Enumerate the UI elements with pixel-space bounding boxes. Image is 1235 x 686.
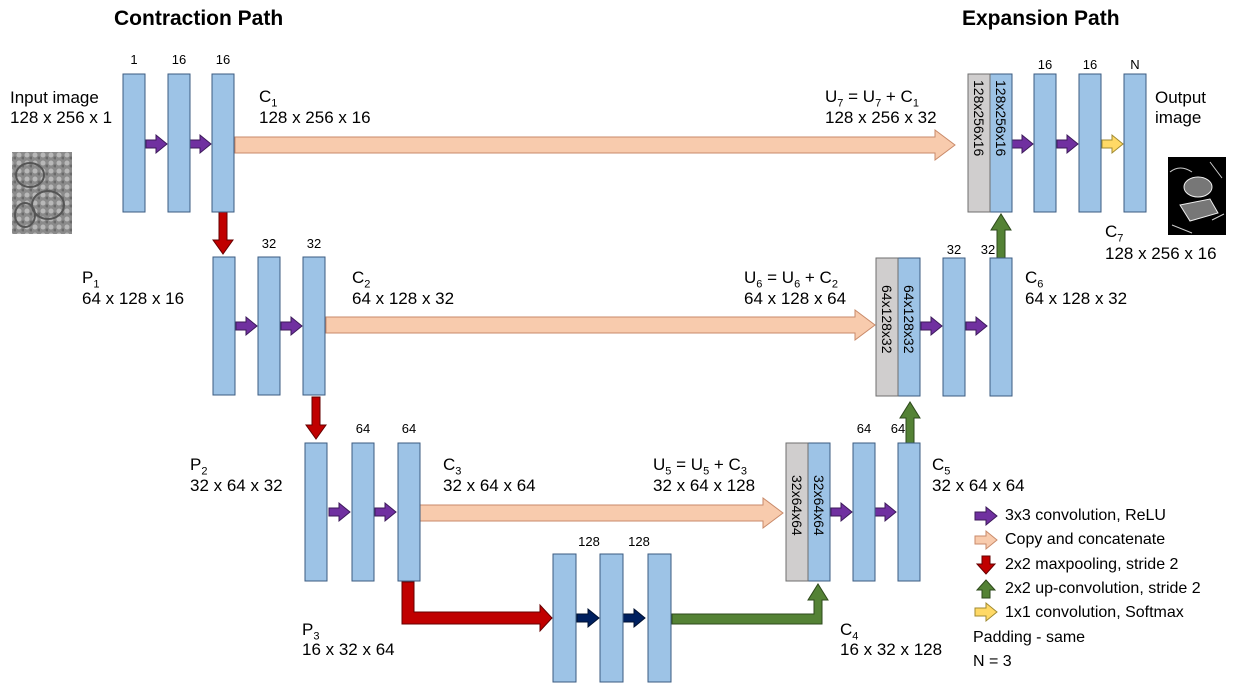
concat-u5-blue-text: 32x64x64	[811, 475, 827, 536]
block-e6-a	[943, 258, 965, 396]
label-c1-dims: 128 x 256 x 16	[259, 108, 371, 128]
channel-e7-b: 16	[1070, 58, 1110, 72]
input-label-1: Input image	[10, 88, 99, 108]
pool-arrow-1	[213, 212, 233, 254]
label-c2-dims: 64 x 128 x 32	[352, 289, 454, 309]
channel-l1-c: 16	[203, 53, 243, 67]
channel-e7-a: 16	[1025, 58, 1065, 72]
channel-l3-b: 64	[343, 422, 383, 436]
label-c5-dims: 32 x 64 x 64	[932, 476, 1025, 496]
channel-l2-c: 32	[294, 237, 334, 251]
label-p3-dims: 16 x 32 x 64	[302, 640, 395, 660]
block-l4-c	[648, 554, 671, 682]
output-image-thumbnail	[1168, 157, 1226, 235]
label-c4-dims: 16 x 32 x 128	[840, 640, 942, 660]
label-u5-dims: 32 x 64 x 128	[653, 476, 755, 496]
channel-e7-c: N	[1115, 58, 1155, 72]
block-l1-a	[123, 74, 145, 212]
channel-l4-b: 128	[569, 535, 609, 549]
block-l1-b	[168, 74, 190, 212]
block-e6-b	[990, 258, 1012, 396]
channel-l1-b: 16	[159, 53, 199, 67]
legend-padding: Padding - same	[973, 629, 1085, 647]
block-e5-b	[898, 443, 920, 581]
legend-n: N = 3	[973, 653, 1012, 671]
concat-u7-blue-text: 128x256x16	[993, 80, 1009, 156]
concat-u6-blue-text: 64x128x32	[901, 285, 917, 354]
concat-u7-gray-text: 128x256x16	[971, 80, 987, 156]
input-label-2: 128 x 256 x 1	[10, 108, 112, 128]
label-c6-dims: 64 x 128 x 32	[1025, 289, 1127, 309]
up-arrow-4	[672, 584, 828, 624]
block-e5-a	[853, 443, 875, 581]
channel-l3-c: 64	[389, 422, 429, 436]
block-l4-a	[553, 554, 576, 682]
channel-e5-b: 64	[878, 422, 918, 436]
channel-e6-b: 32	[968, 243, 1008, 257]
contraction-heading: Contraction Path	[114, 7, 283, 31]
label-c3-dims: 32 x 64 x 64	[443, 476, 536, 496]
label-p2-dims: 32 x 64 x 32	[190, 476, 283, 496]
legend-softmax-icon	[975, 603, 997, 621]
legend-arrows	[975, 507, 997, 621]
legend-pool: 2x2 maxpooling, stride 2	[1005, 556, 1178, 574]
label-p1-dims: 64 x 128 x 16	[82, 289, 184, 309]
block-l2-b	[258, 257, 280, 395]
block-l3-b	[352, 443, 374, 581]
legend-up: 2x2 up-convolution, stride 2	[1005, 580, 1201, 598]
block-e7-c	[1124, 74, 1146, 212]
block-l2-c	[303, 257, 325, 395]
legend-conv: 3x3 convolution, ReLU	[1005, 507, 1166, 525]
channel-l1-a: 1	[114, 53, 154, 67]
block-l4-b	[600, 554, 623, 682]
legend-copy-icon	[975, 531, 997, 549]
output-label-2: image	[1155, 108, 1201, 128]
label-u7-dims: 128 x 256 x 32	[825, 108, 937, 128]
legend-copy: Copy and concatenate	[1005, 531, 1165, 549]
label-u6-dims: 64 x 128 x 64	[744, 289, 846, 309]
legend-softmax: 1x1 convolution, Softmax	[1005, 604, 1184, 622]
legend-conv-icon	[975, 507, 997, 525]
channel-l4-c: 128	[619, 535, 659, 549]
block-l2-a	[213, 257, 235, 395]
block-e7-b	[1079, 74, 1101, 212]
expansion-heading: Expansion Path	[962, 7, 1120, 31]
concat-u6-gray-text: 64x128x32	[879, 285, 895, 354]
copy-arrow-c3	[420, 498, 783, 528]
legend-pool-icon	[977, 556, 995, 574]
block-l3-a	[305, 443, 327, 581]
pool-arrow-3	[402, 582, 552, 631]
concat-u5-gray-text: 32x64x64	[789, 475, 805, 536]
softmax-arrow	[1102, 135, 1123, 153]
copy-arrow-c1	[235, 130, 955, 160]
pool-arrow-2	[306, 397, 326, 439]
label-c7-dims: 128 x 256 x 16	[1105, 244, 1217, 264]
channel-l2-b: 32	[249, 237, 289, 251]
input-image-thumbnail	[12, 152, 72, 234]
copy-arrow-c2	[326, 310, 875, 340]
output-label-1: Output	[1155, 88, 1206, 108]
legend-up-icon	[977, 580, 995, 598]
block-l3-c	[398, 443, 420, 581]
block-e7-a	[1034, 74, 1056, 212]
block-l1-c	[212, 74, 234, 212]
